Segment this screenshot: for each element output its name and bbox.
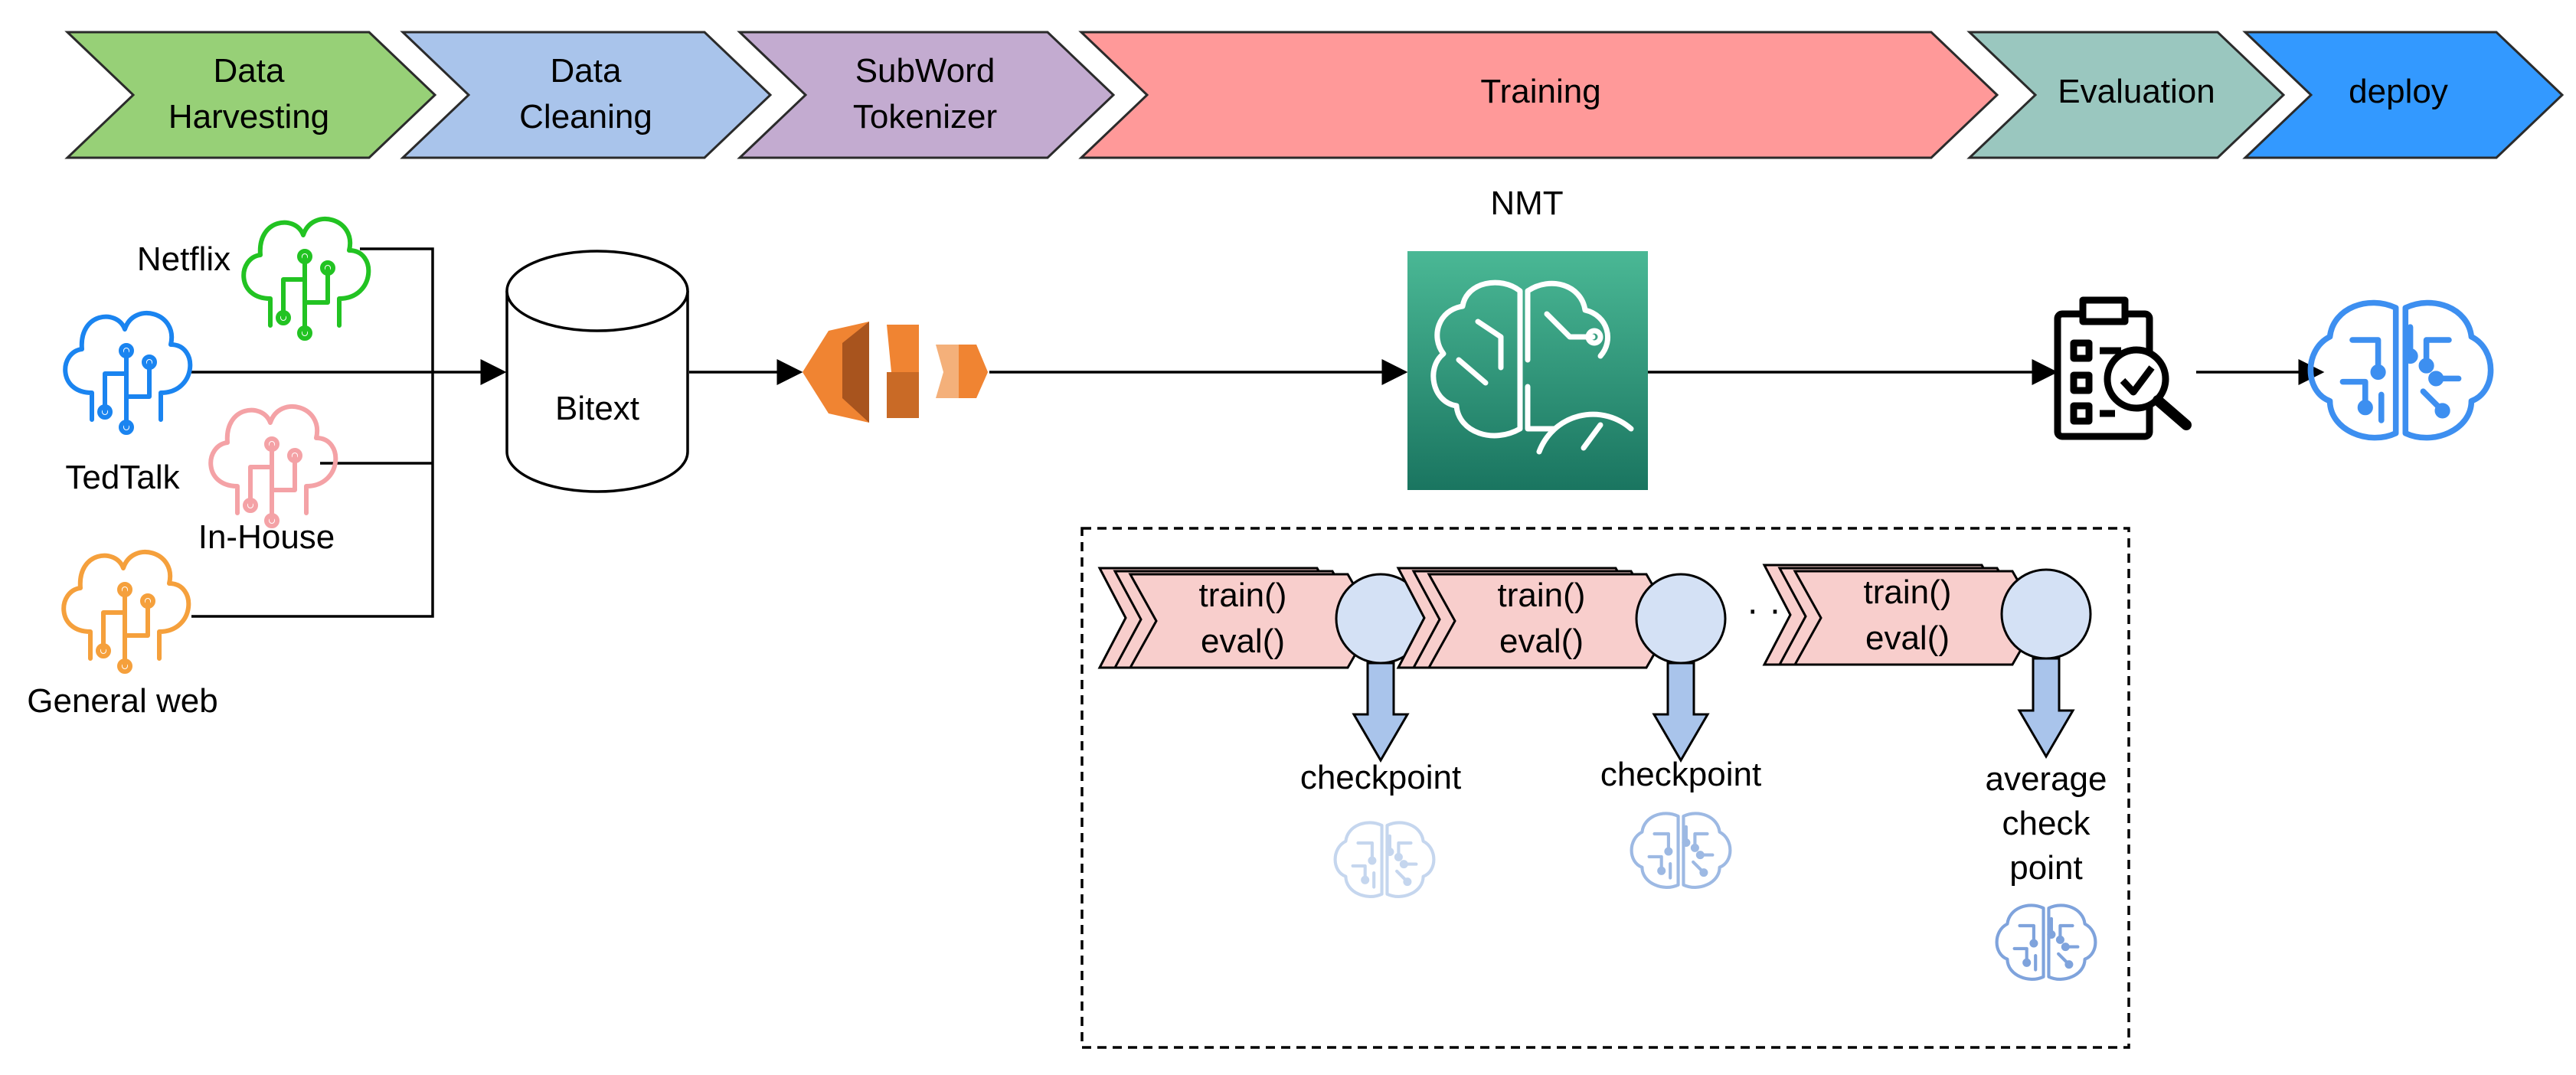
training-loop-box	[1080, 527, 2130, 1049]
average-checkpoint-label: average	[1985, 760, 2107, 798]
stage-label: deploy	[2349, 73, 2448, 110]
circuit-brain-icon	[2307, 299, 2494, 441]
brain-cloud-icon	[241, 217, 371, 341]
stage-training: Training	[1078, 31, 1999, 159]
bitext-label: Bitext	[555, 390, 639, 427]
stage-label: Tokenizer	[853, 98, 997, 136]
train-label: train()	[1199, 577, 1287, 614]
bitext-database: Bitext	[505, 250, 689, 493]
train-eval-step: train() eval()	[1762, 564, 2041, 666]
checkpoint-label: checkpoint	[1600, 756, 1761, 793]
brain-gauge-icon	[1407, 251, 1648, 490]
eval-label: eval()	[1499, 622, 1584, 660]
stage-evaluation: Evaluation	[1966, 31, 2286, 159]
brain-cloud-icon	[63, 311, 193, 435]
train-eval-step: train() eval()	[1097, 567, 1376, 669]
checkpoint-label: checkpoint	[1300, 759, 1461, 796]
brain-cloud-icon	[61, 550, 191, 674]
save-checkpoint-arrow	[1652, 662, 1710, 763]
checkpoint-brain-icon	[1630, 812, 1732, 889]
stage-bar: Data Harvesting Data Cleaning SubWord To…	[64, 31, 2565, 159]
train-label: train()	[1498, 577, 1586, 614]
stage-subword-tokenizer: SubWord Tokenizer	[737, 31, 1116, 159]
stage-label: Data	[551, 52, 622, 90]
source-connectors	[191, 247, 434, 618]
stage-label: Training	[1480, 73, 1600, 110]
stage-data-cleaning: Data Cleaning	[400, 31, 773, 159]
tokenizer-shapes-icon	[803, 322, 988, 423]
stage-label: Cleaning	[519, 98, 652, 136]
stage-data-harvesting: Data Harvesting	[64, 31, 437, 159]
brain-cloud-icon	[208, 404, 338, 528]
stage-label: Evaluation	[2058, 73, 2215, 110]
checkpoint-brain-icon	[1333, 821, 1436, 898]
stage-label: Data	[214, 52, 285, 90]
model-state-node	[1635, 573, 1727, 665]
train-eval-step: train() eval()	[1396, 567, 1675, 669]
source-label-general-web: General web	[27, 682, 217, 720]
model-state-node	[2000, 568, 2092, 660]
eval-label: eval()	[1201, 622, 1285, 660]
save-checkpoint-arrow	[2017, 657, 2075, 759]
source-label-in-house: In-House	[198, 518, 335, 556]
source-label-tedtalk: TedTalk	[65, 459, 180, 496]
nmt-label: NMT	[1490, 185, 1563, 222]
clipboard-magnifier-icon	[2054, 296, 2192, 440]
stage-label: SubWord	[855, 52, 995, 90]
eval-label: eval()	[1865, 619, 1950, 657]
source-label-netflix: Netflix	[137, 240, 230, 278]
stage-label: Harvesting	[168, 98, 329, 136]
average-checkpoint-label: check	[2002, 805, 2091, 842]
average-checkpoint-label: point	[2009, 849, 2082, 887]
stage-deploy: deploy	[2242, 31, 2565, 159]
checkpoint-brain-icon	[1995, 903, 2097, 981]
save-checkpoint-arrow	[1352, 662, 1410, 763]
train-label: train()	[1864, 573, 1952, 611]
